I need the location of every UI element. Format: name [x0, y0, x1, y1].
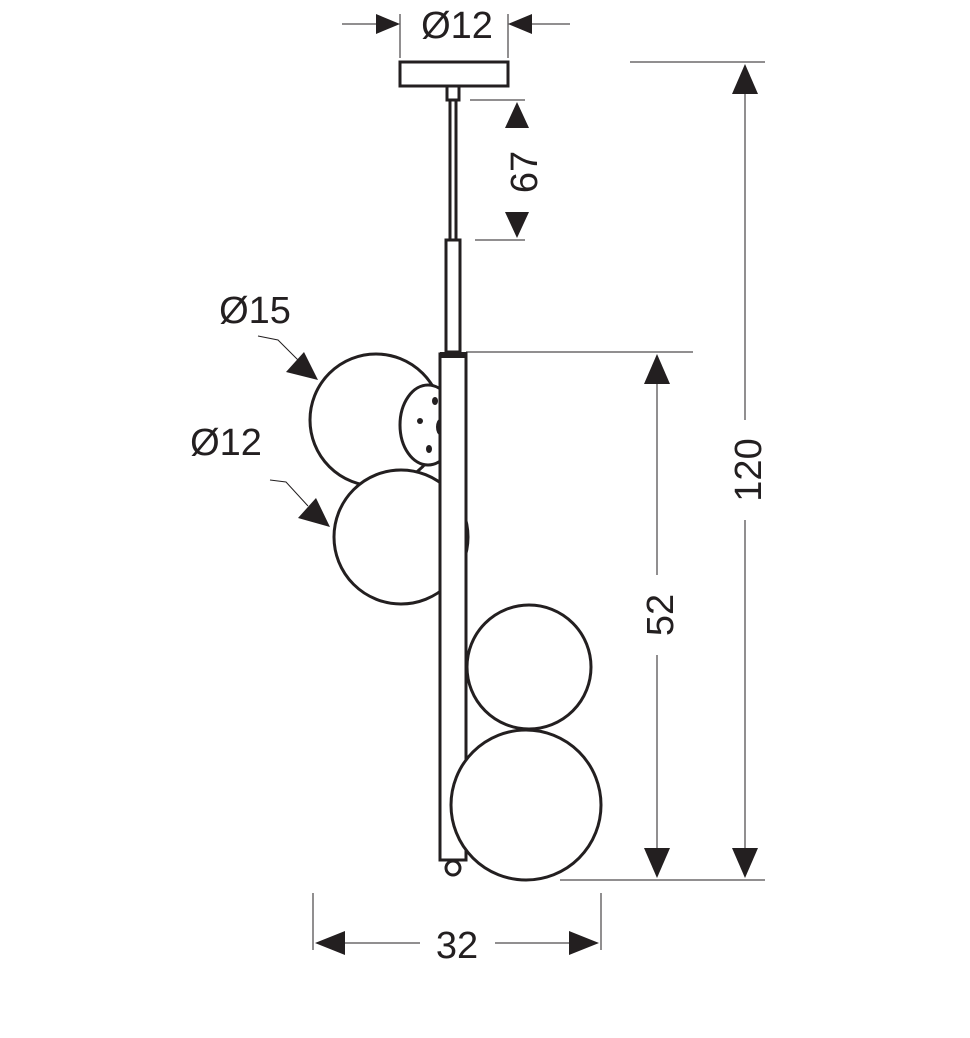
arrowhead [376, 14, 400, 34]
arrowhead [644, 848, 670, 878]
lamp [308, 60, 603, 882]
dimension-total-height: 120 [560, 61, 770, 881]
dimension-canopy: Ø12 [342, 5, 570, 58]
width-label: 32 [436, 925, 478, 967]
arrowhead [505, 102, 529, 128]
leader-line [269, 479, 309, 507]
arrowhead [505, 212, 529, 238]
callout-large-globe: Ø15 [219, 290, 318, 380]
large-globe-label: Ø15 [219, 290, 291, 332]
arrowhead [315, 931, 345, 955]
canopy [398, 60, 510, 88]
end-cap [444, 859, 462, 877]
socket-hole [426, 445, 432, 453]
body-height-label: 52 [640, 594, 682, 636]
total-height-label: 120 [728, 438, 770, 501]
callout-small-globe: Ø12 [190, 422, 330, 527]
globe-lower-right [449, 728, 603, 882]
rod-sleeve [444, 238, 462, 354]
socket-hole [417, 418, 423, 424]
leader-line [257, 335, 301, 363]
globe-lower-left [332, 468, 470, 606]
suspension-rod [448, 98, 458, 242]
rod-length-label: 67 [504, 151, 546, 193]
arrowhead [732, 848, 758, 878]
canopy-connector [445, 84, 461, 102]
main-tube-top-band [440, 352, 466, 358]
arrowhead [569, 931, 599, 955]
socket-hole [432, 397, 438, 405]
dimension-width: 32 [312, 893, 602, 967]
canopy-diameter-label: Ø12 [421, 5, 493, 47]
arrowhead [286, 352, 318, 380]
globe-upper-right [465, 603, 593, 731]
arrowhead [508, 14, 532, 34]
arrowhead [644, 354, 670, 384]
dimension-rod: 67 [470, 99, 546, 241]
arrowhead [732, 64, 758, 94]
arrowhead [298, 498, 330, 527]
dimension-body-height: 52 [466, 351, 693, 878]
small-globe-label: Ø12 [190, 422, 262, 464]
